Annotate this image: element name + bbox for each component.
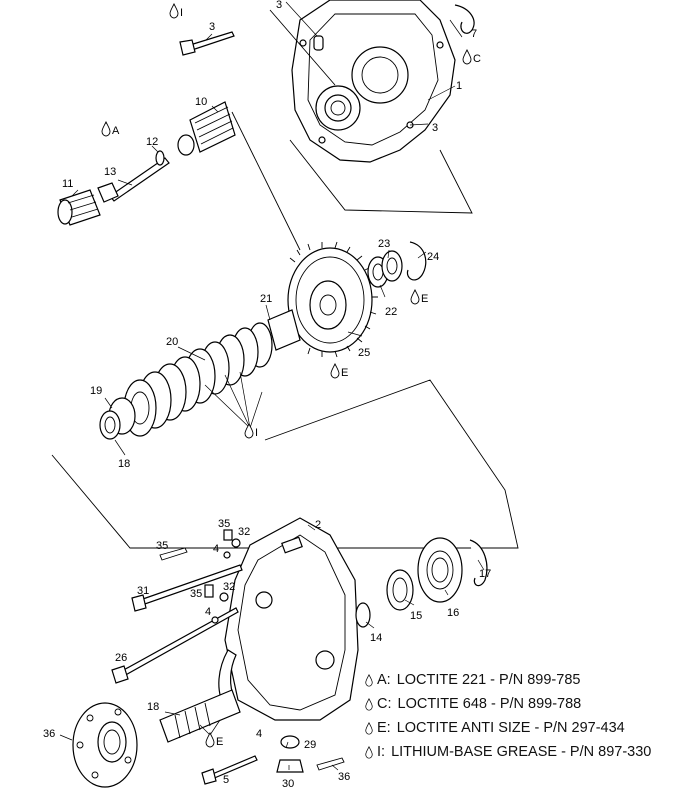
hardware-upper-31-32-4 — [204, 529, 241, 624]
drop-icon — [101, 121, 111, 137]
legend-item-A: A: LOCTITE 221 - P/N 899-785 — [364, 668, 694, 692]
callout-23: 22 — [385, 306, 397, 318]
callout-16: 16 — [447, 607, 459, 619]
callout-15: 15 — [410, 610, 422, 622]
bolt-part-27 — [111, 607, 239, 684]
shim-part-19 — [99, 410, 121, 440]
drop-icon — [365, 745, 373, 759]
legend-text: LOCTITE ANTI SIZE - P/N 297-434 — [396, 720, 625, 736]
marker-E: E — [341, 367, 348, 379]
retaining-ring-part-25 — [406, 241, 427, 281]
assembly-guide-lines — [51, 9, 519, 549]
callout-14: 14 — [370, 632, 382, 644]
drop-icon — [365, 673, 373, 687]
callout-22: 21 — [260, 293, 272, 305]
legend-item-C: C: LOCTITE 648 - P/N 899-788 — [364, 692, 694, 716]
bolt-part-28 — [131, 564, 243, 612]
legend-item-I: I: LITHIUM-BASE GREASE - P/N 897-330 — [364, 740, 694, 764]
driven-gear-part-26 — [287, 241, 378, 358]
output-shaft-part-18 — [159, 689, 241, 743]
marker-I: I — [255, 427, 258, 439]
bolt-part-13 — [97, 157, 170, 203]
marker-A: A — [112, 125, 120, 137]
compound-legend: A: LOCTITE 221 - P/N 899-785 C: LOCTITE … — [364, 668, 694, 764]
callout-24: 23 — [378, 238, 390, 250]
callout-31: 32 — [238, 526, 250, 538]
marker-E: E — [421, 293, 428, 305]
pinion-gear-part-10 — [177, 101, 236, 156]
part-callouts: 3 3 3 7 1 10 12 13 11 23 24 21 22 25 20 … — [43, 0, 491, 790]
legend-text: LOCTITE 221 - P/N 899-785 — [396, 672, 581, 688]
callout-3: 3 — [209, 21, 215, 33]
drop-icon — [462, 49, 472, 65]
marker-C: C — [473, 53, 481, 65]
callout-21: 20 — [166, 336, 178, 348]
callout-31: 32 — [223, 581, 235, 593]
hub-part-22 — [267, 309, 301, 351]
callout-36: 36 — [43, 728, 55, 740]
callout-1: 1 — [456, 80, 462, 92]
callout-32: 35 — [218, 518, 230, 530]
flange-part-36 — [72, 702, 138, 788]
callout-19: 18 — [118, 458, 130, 470]
drop-icon — [205, 732, 215, 748]
callout-29: 29 — [304, 739, 316, 751]
legend-item-E: E: LOCTITE ANTI SIZE - P/N 297-434 — [364, 716, 694, 740]
marker-E: E — [216, 736, 223, 748]
callout-30: 30 — [282, 778, 294, 790]
gearbox-housing-part-1 — [285, 0, 475, 163]
legend-text: LOCTITE 648 - P/N 899-788 — [397, 696, 582, 712]
callout-26: 25 — [358, 347, 370, 359]
legend-key: I: — [377, 744, 386, 760]
callout-25: 24 — [427, 251, 439, 263]
drop-icon — [169, 3, 179, 19]
callout-4: 4 — [205, 606, 211, 618]
callout-3: 3 — [432, 122, 438, 134]
lock-wire-part-35 — [159, 547, 345, 771]
callout-11: 11 — [62, 178, 73, 190]
callout-17: 17 — [479, 568, 491, 580]
bearing-part-15 — [386, 569, 414, 611]
callout-27: 26 — [115, 652, 127, 664]
grease-leader-lines — [204, 371, 263, 429]
callout-35: 35 — [156, 540, 168, 552]
callout-28: 31 — [137, 585, 149, 597]
drop-icon — [330, 363, 340, 379]
callout-7: 7 — [471, 28, 477, 40]
drop-icon — [410, 289, 420, 305]
legend-key: E: — [377, 720, 391, 736]
gearbox-cover-part-2 — [218, 517, 371, 721]
needle-bearing-part-11 — [57, 189, 101, 226]
callout-35: 36 — [338, 771, 350, 783]
drop-icon — [244, 423, 254, 439]
callout-4: 4 — [256, 728, 262, 740]
callout-10: 10 — [195, 96, 207, 108]
washers-part-23-24 — [367, 250, 403, 288]
callout-2: 2 — [315, 519, 321, 531]
compound-markers: I A C E E I E — [101, 3, 481, 748]
marker-I: I — [180, 7, 183, 19]
retaining-ring-part-17 — [469, 539, 488, 587]
callout-leaders — [59, 33, 485, 771]
callout-18: 18 — [147, 701, 159, 713]
legend-key: A: — [377, 672, 391, 688]
callout-13: 13 — [104, 166, 116, 178]
callout-3: 3 — [276, 0, 282, 11]
legend-text: LITHIUM-BASE GREASE - P/N 897-330 — [391, 744, 652, 760]
callout-20: 19 — [90, 385, 102, 397]
bolt-part-5 — [201, 755, 258, 785]
nut-part-30-washer-29 — [276, 735, 304, 773]
legend-key: C: — [377, 696, 392, 712]
callout-12: 12 — [146, 136, 158, 148]
washer-part-12 — [155, 150, 165, 166]
callout-32: 35 — [190, 588, 202, 600]
spring-pack-part-21 — [123, 322, 273, 437]
bearing-part-16 — [417, 537, 463, 603]
callout-5: 5 — [223, 774, 229, 786]
screw-part-3 — [179, 31, 235, 56]
callout-4: 4 — [213, 543, 219, 555]
drop-icon — [365, 721, 373, 735]
drop-icon — [365, 697, 373, 711]
